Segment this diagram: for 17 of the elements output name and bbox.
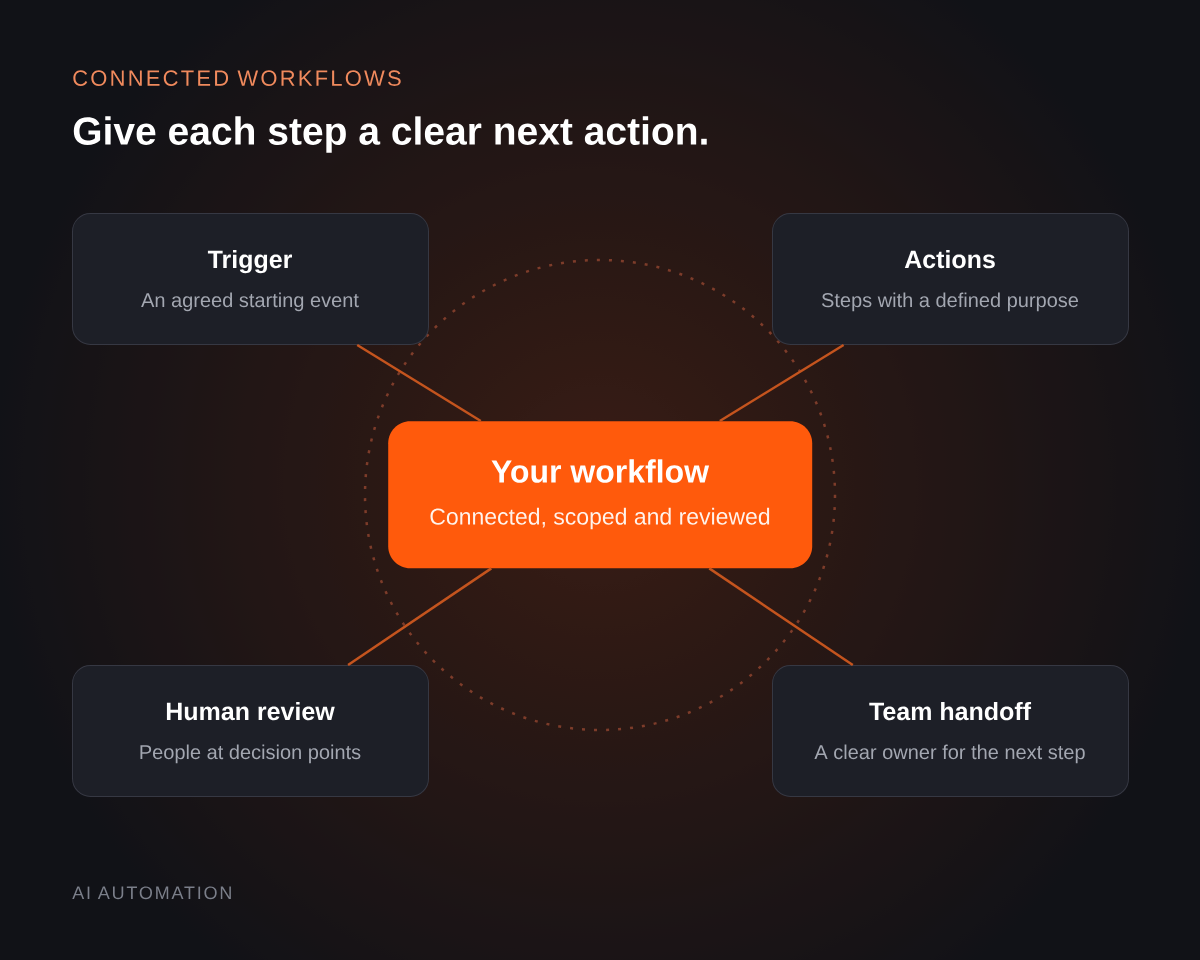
card-title: Human review xyxy=(166,701,335,721)
card-description: People at decision points xyxy=(140,744,361,764)
card-description: Steps with a defined purpose xyxy=(821,292,1079,312)
card-description: An agreed starting event xyxy=(141,292,359,312)
footer-text: AI AUTOMATION xyxy=(72,886,231,900)
card-title: Your workflow xyxy=(491,459,710,483)
card-title: Team handoff xyxy=(869,701,1032,721)
connector-line xyxy=(347,567,492,667)
connector-line xyxy=(708,567,854,667)
heading: Give each step a clear next action. xyxy=(73,116,707,153)
card-description: Connected, scoped and reviewed xyxy=(430,507,770,530)
card-description: A clear owner for the next step xyxy=(814,744,1085,764)
connector-line xyxy=(719,343,845,423)
connector-line xyxy=(356,343,482,423)
card-title: Actions xyxy=(904,249,995,269)
section-label: CONNECTED WORKFLOWS xyxy=(73,70,401,86)
card-title: Trigger xyxy=(207,249,292,274)
